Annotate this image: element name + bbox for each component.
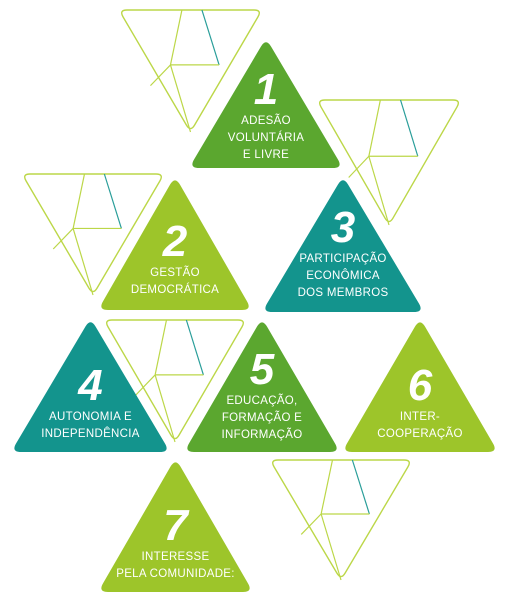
outline-facet-line — [320, 513, 342, 581]
outline-facet-line — [169, 9, 183, 66]
triangle-shape — [101, 462, 250, 592]
principle-number: 4 — [78, 361, 103, 410]
principle-number: 5 — [249, 345, 275, 394]
principle-number: 3 — [330, 203, 356, 252]
outline-facet-line — [300, 513, 322, 535]
principle-5-text: 5 EDUCAÇÃO, FORMAÇÃO E INFORMAÇÃO — [184, 348, 340, 443]
outline-facet-line — [348, 155, 370, 178]
outline-facet-line — [368, 99, 381, 157]
outline-facet-line — [154, 319, 168, 376]
outline-shape — [105, 319, 245, 443]
principle-number: 6 — [407, 361, 433, 410]
outline-facet-line — [169, 64, 192, 133]
outline-facet-line — [201, 9, 220, 66]
outline-facet-line — [154, 374, 176, 443]
outline-shape — [272, 459, 410, 581]
triangle-fill — [265, 180, 421, 312]
outline-border — [121, 9, 260, 130]
outline-facet-line — [351, 459, 370, 515]
principle-label-line: PELA COMUNIDADE: — [116, 568, 235, 580]
principle-label-line: AUTONOMIA E — [49, 411, 132, 423]
principle-number: 1 — [253, 65, 279, 114]
outline-shape — [121, 9, 260, 133]
principle-label-line: GESTÃO — [150, 267, 200, 279]
outline-facet-line — [399, 99, 419, 157]
principle-6-text: 6 INTER- COOPERAÇÃO — [342, 364, 498, 442]
principle-label-line: EDUCAÇÃO, — [226, 395, 298, 407]
triangle-shape — [345, 322, 495, 452]
principle-label-line: VOLUNTÁRIA — [227, 132, 305, 144]
triangle-shape — [265, 180, 421, 312]
principle-3-text: 3 PARTICIPAÇÃO ECONÔMICA DOS MEMBROS — [262, 206, 424, 301]
outline-triangle-3 — [22, 173, 164, 296]
principle-label-line: FORMAÇÃO E — [221, 412, 303, 424]
principle-label-line: COOPERAÇÃO — [377, 428, 463, 440]
outline-shape — [318, 99, 460, 226]
outline-border — [318, 99, 460, 223]
triangle-shape — [192, 42, 340, 168]
principle-label-line: ADESÃO — [241, 115, 291, 127]
principle-number: 2 — [162, 217, 188, 266]
principle-1-text: 1 ADESÃO VOLUNTÁRIA E LIVRE — [189, 68, 343, 163]
principle-label-line: PARTICIPAÇÃO — [299, 253, 387, 265]
principle-5-triangle: 5 EDUCAÇÃO, FORMAÇÃO E INFORMAÇÃO — [184, 318, 340, 452]
outline-border — [105, 319, 245, 440]
principle-6-triangle: 6 INTER- COOPERAÇÃO — [342, 318, 498, 452]
principle-7-triangle: 7 INTERESSE PELA COMUNIDADE: — [98, 458, 253, 592]
principle-label-line: DOS MEMBROS — [297, 287, 389, 299]
principle-label-line: INTER- — [399, 411, 441, 423]
outline-facet-line — [72, 173, 86, 229]
outline-facet-line — [368, 156, 390, 226]
outline-facet-line — [320, 459, 334, 515]
principle-3-triangle: 3 PARTICIPAÇÃO ECONÔMICA DOS MEMBROS — [262, 176, 424, 312]
principle-4-triangle: 4 AUTONOMIA E INDEPENDÊNCIA — [11, 318, 170, 452]
outline-facet-line — [150, 64, 171, 87]
outline-facet-line — [72, 228, 94, 296]
outline-border — [24, 173, 162, 293]
outline-triangle-4 — [104, 319, 246, 443]
principle-label-line: ECONÔMICA — [306, 270, 380, 282]
outline-facet-line — [52, 228, 74, 250]
outline-border — [272, 459, 410, 578]
triangle-fill — [101, 180, 249, 310]
principle-1-triangle: 1 ADESÃO VOLUNTÁRIA E LIVRE — [189, 38, 343, 168]
triangle-shape — [14, 322, 167, 452]
triangle-fill — [192, 42, 340, 168]
outline-triangle-2 — [317, 99, 461, 226]
principle-2-triangle: 2 GESTÃO DEMOCRÁTICA — [98, 176, 252, 310]
principle-2-text: 2 GESTÃO DEMOCRÁTICA — [98, 220, 252, 298]
triangle-fill — [101, 462, 250, 592]
outline-facet-line — [134, 374, 156, 397]
triangle-shape — [101, 180, 249, 310]
principle-label-line: INFORMAÇÃO — [221, 429, 303, 441]
principle-label-line: DEMOCRÁTICA — [130, 284, 220, 296]
principle-number: 7 — [163, 501, 188, 550]
triangle-fill — [187, 322, 337, 452]
principle-7-text: 7 INTERESSE PELA COMUNIDADE: — [98, 504, 253, 582]
triangle-shape — [187, 322, 337, 452]
outline-shape — [24, 173, 162, 296]
triangle-fill — [345, 322, 495, 452]
principle-label-line: INTERESSE — [141, 551, 210, 563]
outline-facet-line — [103, 173, 122, 229]
principle-label-line: E LIVRE — [242, 149, 290, 161]
triangle-fill — [14, 322, 167, 452]
principle-4-text: 4 AUTONOMIA E INDEPENDÊNCIA — [11, 364, 170, 442]
outline-triangle-5 — [270, 459, 412, 581]
principle-label-line: INDEPENDÊNCIA — [41, 428, 140, 440]
outline-facet-line — [185, 319, 204, 376]
outline-triangle-1 — [119, 9, 262, 133]
